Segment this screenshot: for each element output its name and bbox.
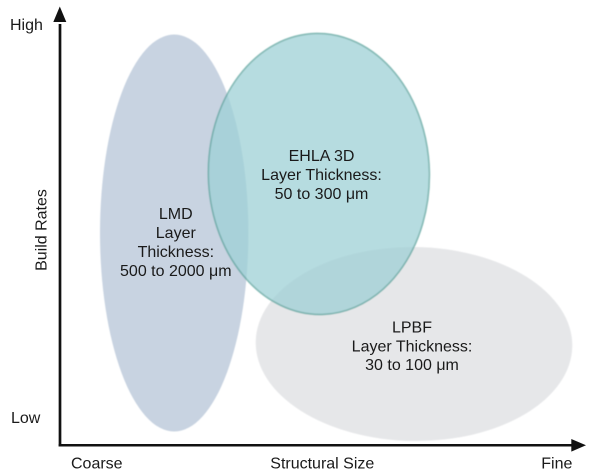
svg-text:Structural Size: Structural Size xyxy=(270,456,374,473)
svg-text:30 to 100 μm: 30 to 100 μm xyxy=(365,357,459,374)
svg-text:Coarse: Coarse xyxy=(71,456,123,473)
svg-text:Fine: Fine xyxy=(541,456,572,473)
svg-text:LPBF: LPBF xyxy=(392,320,432,337)
svg-text:500 to 2000 μm: 500 to 2000 μm xyxy=(120,263,232,280)
svg-text:Low: Low xyxy=(11,410,41,427)
svg-text:EHLA 3D: EHLA 3D xyxy=(289,148,355,165)
svg-text:Layer: Layer xyxy=(156,225,197,242)
svg-text:Layer Thickness:: Layer Thickness: xyxy=(352,339,473,356)
svg-text:High: High xyxy=(10,17,43,34)
svg-text:LMD: LMD xyxy=(159,206,193,223)
svg-text:Build Rates: Build Rates xyxy=(34,189,51,271)
svg-text:Thickness:: Thickness: xyxy=(138,244,214,261)
svg-text:Layer Thickness:: Layer Thickness: xyxy=(261,167,382,184)
svg-text:50 to 300 μm: 50 to 300 μm xyxy=(275,186,369,203)
